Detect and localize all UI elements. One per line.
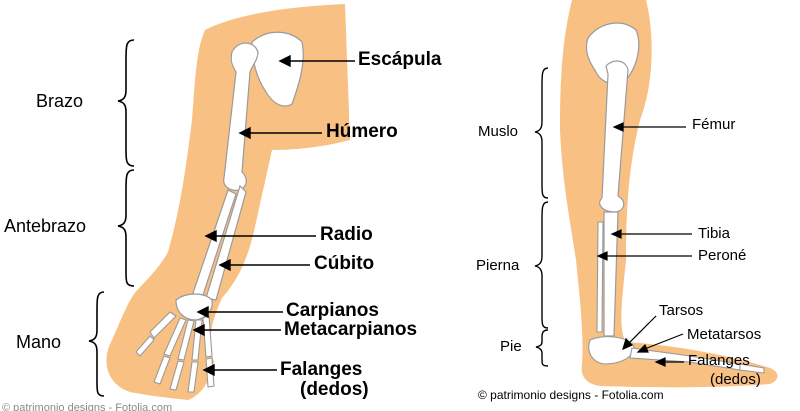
fibula-bone (596, 221, 604, 333)
label-radio: Radio (320, 224, 373, 245)
bracket-brazo (117, 39, 135, 167)
label-carpianos: Carpianos (286, 300, 379, 321)
label-brazo: Brazo (36, 91, 84, 111)
arm-brackets (88, 39, 135, 397)
label-metacarpianos: Metacarpianos (284, 319, 418, 340)
femur-bone (599, 60, 629, 213)
label-falanges-leg: Falanges (688, 352, 750, 369)
humerus-bone (223, 42, 259, 191)
label-antebrazo: Antebrazo (4, 216, 87, 236)
arm-figure (106, 4, 350, 400)
leg-leaders (596, 122, 692, 367)
label-humero: Húmero (326, 121, 398, 142)
label-pie: Pie (500, 338, 522, 355)
label-cubito: Cúbito (314, 253, 375, 274)
credit: © patrimonio designs - Fotolia.com (478, 388, 664, 402)
label-falanges-leg-note: (dedos) (710, 371, 761, 388)
label-escapula: Escápula (358, 49, 442, 70)
bracket-mano (88, 291, 105, 397)
label-tarsos: Tarsos (659, 302, 704, 319)
bracket-pierna (534, 201, 549, 329)
arm-leaders (192, 54, 355, 377)
credit-faded: © patrimonio designs - Fotolia.com (2, 402, 173, 411)
label-tibia: Tibia (698, 225, 730, 242)
leg-figure (560, 0, 778, 388)
label-mano: Mano (16, 332, 62, 352)
bracket-antebrazo (117, 169, 135, 287)
label-metatarsos: Metatarsos (687, 326, 762, 343)
label-pierna: Pierna (476, 257, 520, 274)
bracket-muslo (534, 67, 549, 199)
label-falanges-arm-note: (dedos) (300, 379, 369, 400)
label-perone: Peroné (698, 247, 747, 264)
foot-bones (588, 336, 765, 374)
bracket-pie (535, 329, 549, 367)
scapula-bone (251, 31, 304, 107)
leg-brackets (534, 67, 549, 367)
label-muslo: Muslo (478, 123, 519, 140)
label-femur: Fémur (692, 116, 736, 133)
label-falanges-arm: Falanges (280, 359, 363, 380)
tibia-bone (603, 211, 619, 337)
ulna-bone (205, 184, 247, 301)
